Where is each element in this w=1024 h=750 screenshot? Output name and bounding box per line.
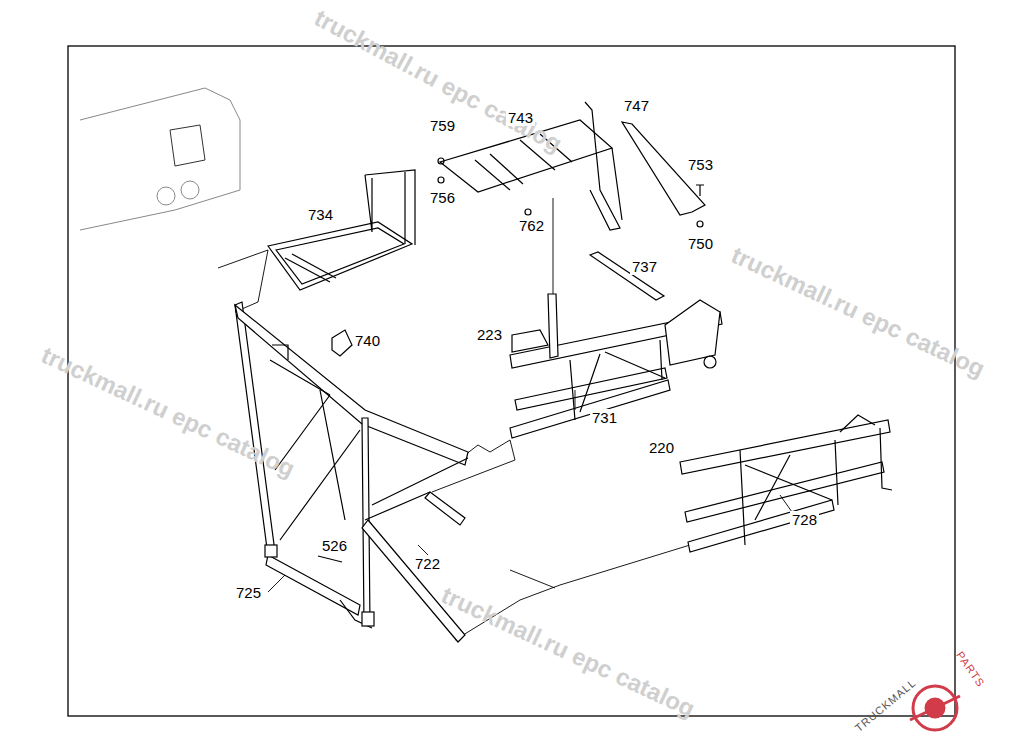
watermark: truckmall.ru epc catalog bbox=[728, 243, 988, 381]
callout-number: 722 bbox=[413, 555, 442, 572]
watermark: truckmall.ru epc catalog bbox=[438, 583, 698, 721]
callout-number: 728 bbox=[790, 511, 819, 528]
watermark: truckmall.ru epc catalog bbox=[311, 6, 566, 157]
callout-number: 743 bbox=[506, 109, 535, 126]
logo-text: TRUCKMALL bbox=[853, 677, 918, 734]
callout-number: 762 bbox=[517, 217, 546, 234]
callout-number: 731 bbox=[590, 409, 619, 426]
callout-number: 220 bbox=[647, 439, 676, 456]
callout-number: 759 bbox=[428, 117, 457, 134]
logo-text: PARTS bbox=[954, 650, 986, 690]
callout-number: 740 bbox=[353, 332, 382, 349]
callout-number: 753 bbox=[686, 156, 715, 173]
callout-number: 725 bbox=[234, 584, 263, 601]
watermark: truckmall.ru epc catalog bbox=[38, 343, 298, 481]
truck-icon bbox=[80, 88, 240, 230]
callout-number: 756 bbox=[428, 189, 457, 206]
callout-number: 747 bbox=[622, 97, 651, 114]
callout-number: 223 bbox=[475, 326, 504, 343]
callout-number: 750 bbox=[686, 235, 715, 252]
callout-number: 734 bbox=[306, 206, 335, 223]
logo-gear bbox=[910, 686, 960, 730]
callout-number: 526 bbox=[320, 537, 349, 554]
callout-number: 737 bbox=[630, 258, 659, 275]
